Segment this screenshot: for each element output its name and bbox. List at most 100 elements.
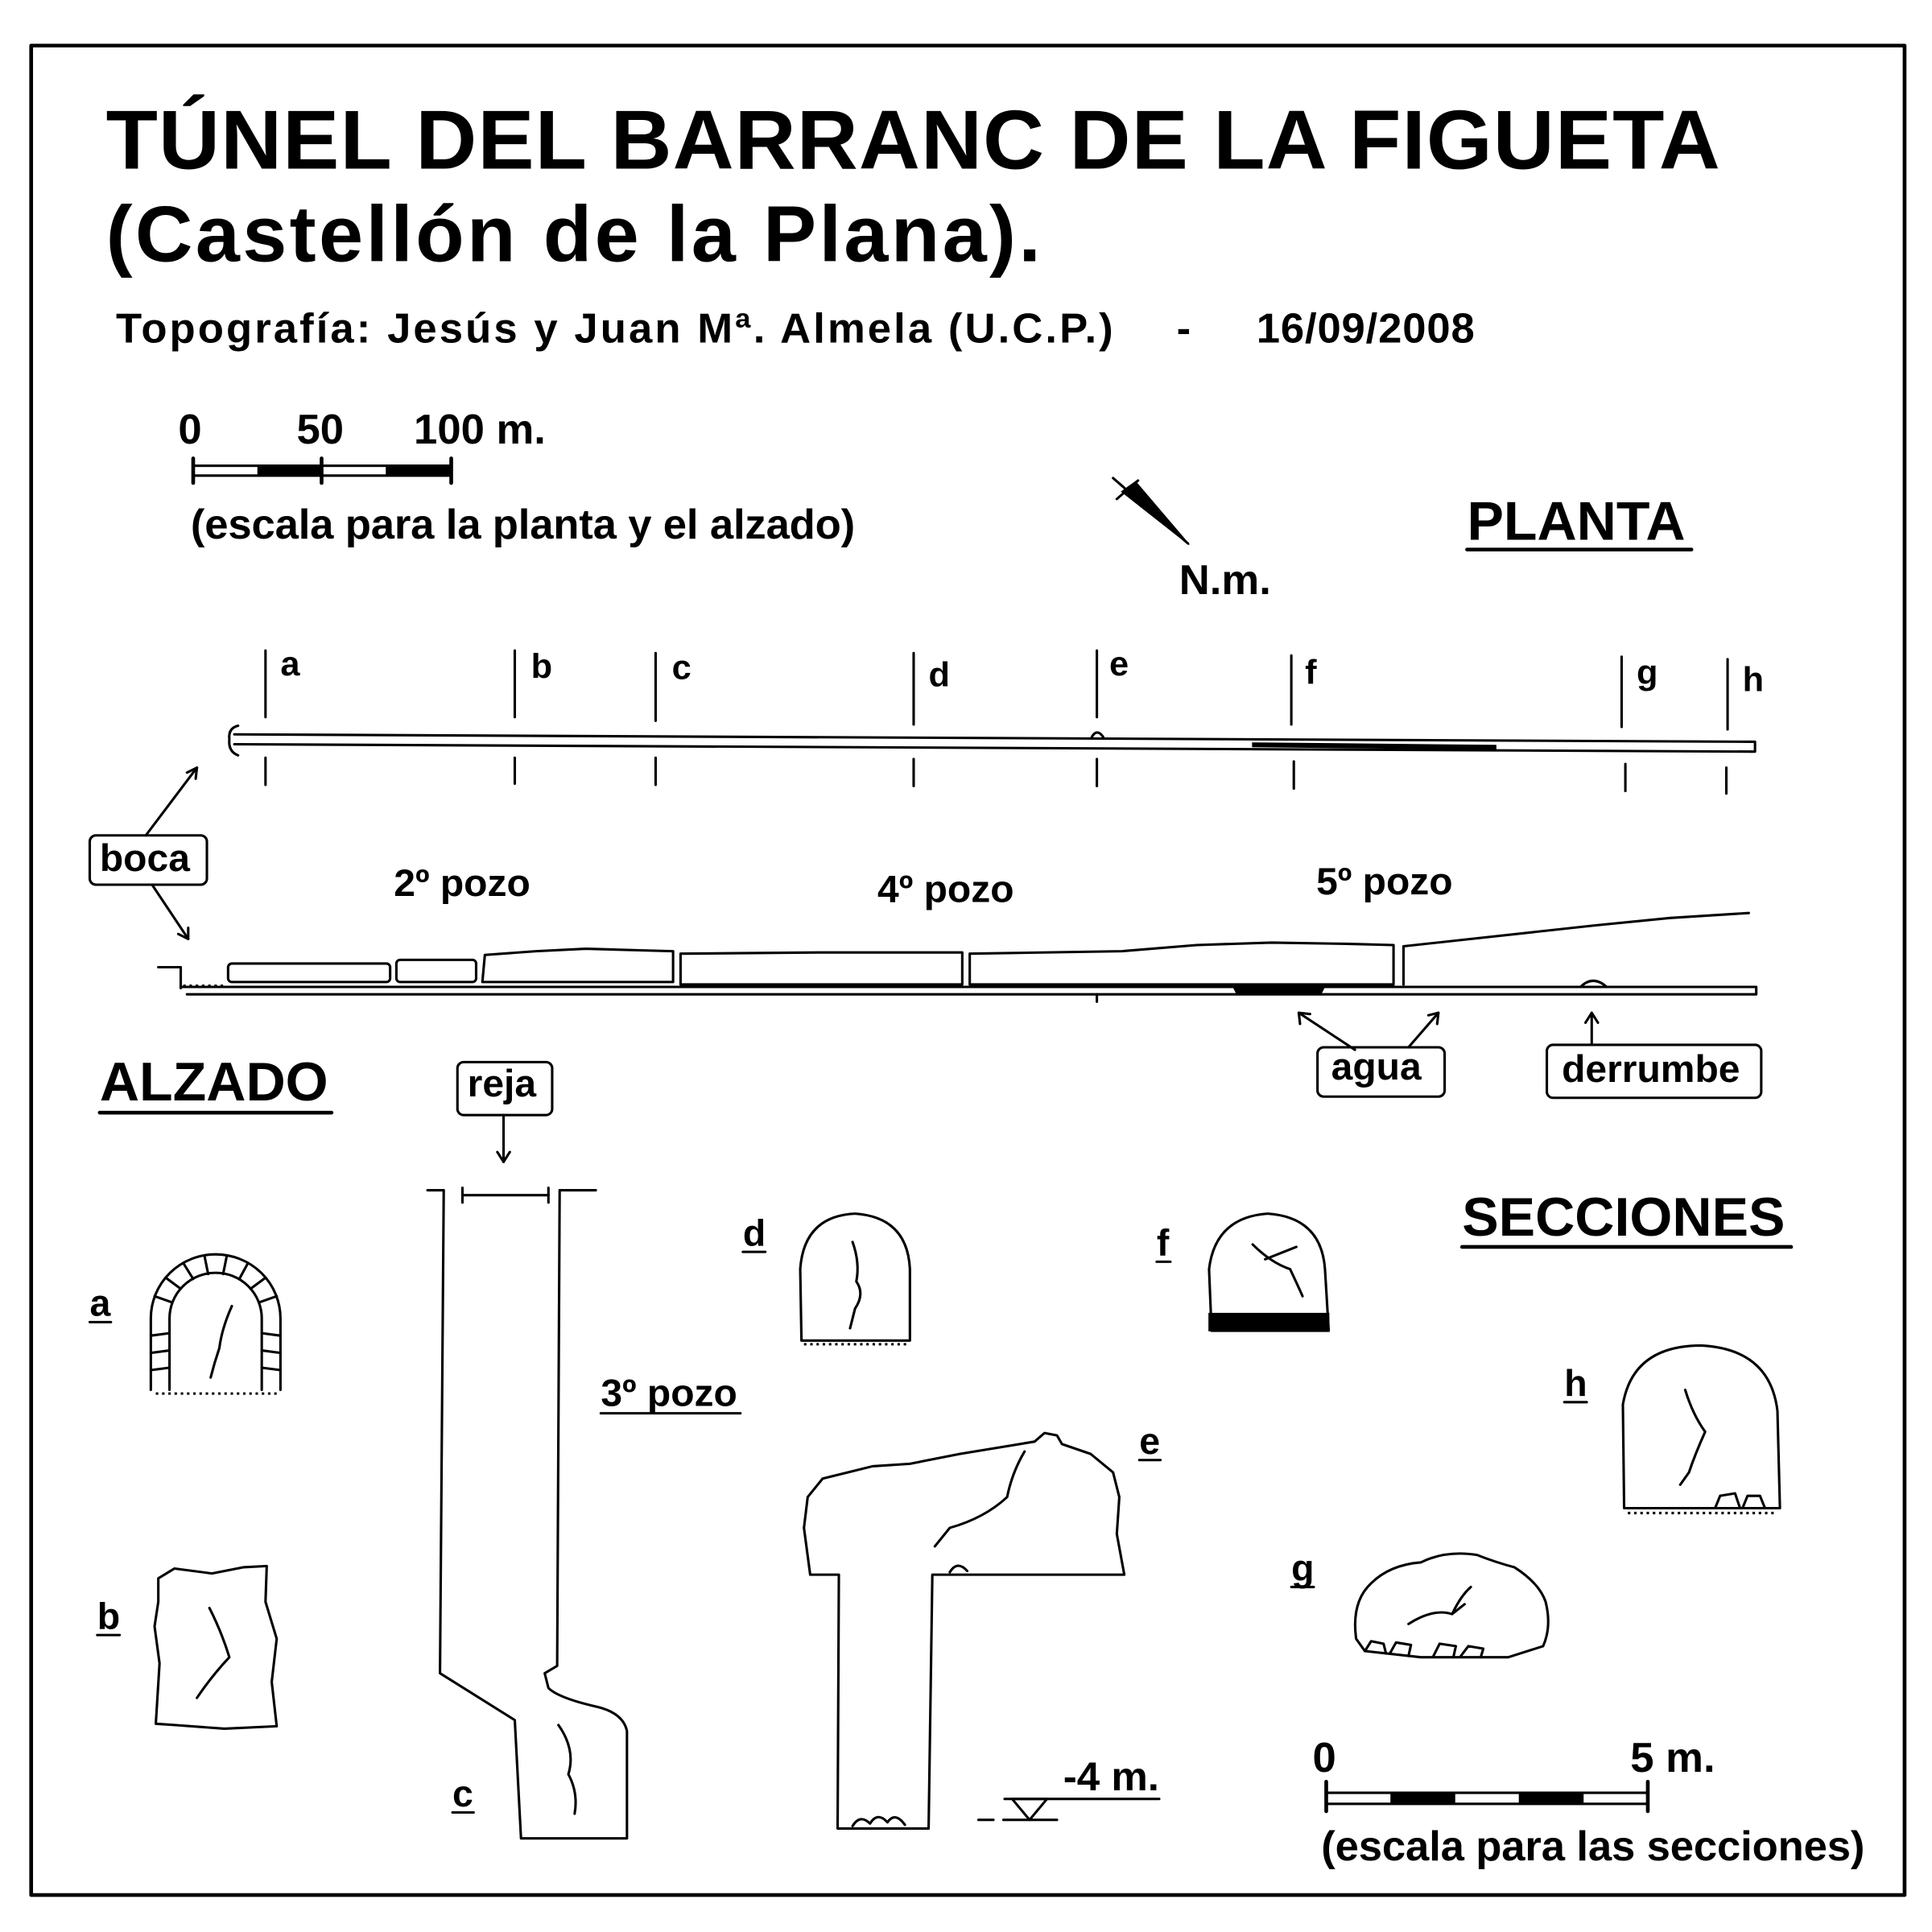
section-f-label: f <box>1157 1222 1170 1264</box>
elevation-heading: ALZADO <box>100 1052 328 1113</box>
callout-box <box>456 1060 554 1117</box>
section-b-outline <box>153 1564 279 1730</box>
section-mark-label: b <box>531 647 552 686</box>
plan-scale-segment <box>386 464 452 477</box>
north-arrow-cross <box>1115 479 1140 501</box>
callout-box <box>1316 1046 1447 1098</box>
north-arrow-icon <box>1112 477 1190 546</box>
callout-box <box>88 834 208 886</box>
shaft-label-3: 3º pozo <box>601 1373 737 1415</box>
frame-border <box>29 43 1907 1897</box>
elevation-segment <box>394 958 478 984</box>
section-f-crack <box>1251 1243 1304 1298</box>
callout-arrow <box>151 883 190 940</box>
survey-subtitle: (Castellón de la Plana). <box>106 190 1041 278</box>
depth-marker: -4 m. <box>976 1753 1161 1822</box>
elevation-entrance-step <box>157 965 183 990</box>
section-g-label: g <box>1291 1547 1314 1589</box>
callout-arrow <box>1407 1011 1440 1049</box>
cross-section-d: d <box>741 1212 911 1346</box>
section-mark-label: f <box>1305 654 1317 692</box>
survey-title: TÚNEL DEL BARRANC DE LA FIGUETA <box>106 93 1720 187</box>
callout-box <box>1545 1043 1763 1100</box>
callout-arrow <box>1297 1011 1356 1051</box>
section-d-outline <box>799 1212 911 1342</box>
cross-section-g: g <box>1290 1547 1550 1659</box>
plan-scale-label-0: 0 <box>178 407 201 453</box>
plan-scale-label-50: 50 <box>297 407 345 453</box>
elevation-segment <box>226 962 392 984</box>
section-e-outline <box>803 1431 1126 1830</box>
arrowhead-icon <box>1297 1011 1311 1026</box>
section-h-rubble <box>1714 1492 1767 1509</box>
elevation-segment <box>968 941 1395 986</box>
section-scale-caption: (escala para las secciones) <box>1321 1823 1864 1870</box>
entrance-label: boca <box>100 837 190 880</box>
section-mark-label: a <box>280 645 300 683</box>
water-callout: agua <box>1297 1011 1447 1098</box>
plan-tunnel-wall-top <box>233 733 1753 743</box>
section-f-outline <box>1208 1212 1331 1332</box>
depth-label: -4 m. <box>1063 1753 1159 1799</box>
shaft-label-2: 2º pozo <box>394 862 530 905</box>
plan-tunnel-entrance <box>228 724 240 757</box>
section-g-outline <box>1353 1552 1550 1659</box>
plan-scale-segment <box>257 464 323 477</box>
section-h-crack <box>1678 1388 1707 1486</box>
collapse-callout: derrumbe <box>1545 1011 1763 1100</box>
elevation-segment <box>679 951 964 986</box>
arrowhead-icon <box>1584 1011 1600 1024</box>
section-a-crack <box>209 1304 233 1379</box>
section-c-label: c <box>452 1773 473 1814</box>
water-level-icon <box>1010 1798 1049 1822</box>
section-mark-label: d <box>929 656 950 695</box>
section-c-crack <box>557 1724 577 1815</box>
section-e-crack <box>933 1450 1026 1548</box>
plan-heading: PLANTA <box>1467 492 1685 552</box>
section-mark-label: h <box>1743 661 1764 700</box>
section-a-masonry <box>149 1254 282 1372</box>
shaft-label-5: 5º pozo <box>1316 861 1453 903</box>
cross-section-h: h <box>1563 1344 1781 1515</box>
elevation-view-tunnel <box>157 911 1758 1003</box>
elevation-segment-open <box>1402 911 1750 986</box>
plan-tunnel-wall-bottom <box>233 742 1753 753</box>
section-f-water <box>1208 1312 1330 1331</box>
section-e-ledge-rubble <box>948 1564 969 1574</box>
section-g-rubble <box>1363 1640 1485 1659</box>
north-arrow-needle <box>1121 481 1190 546</box>
section-g-crack <box>1407 1585 1472 1625</box>
entrance-callout: boca <box>88 766 208 940</box>
plan-scale-caption: (escala para la planta y el alzado) <box>191 502 855 548</box>
arrowhead-icon <box>176 927 190 940</box>
cross-section-f: f <box>1155 1212 1331 1332</box>
section-scale-segment <box>1390 1792 1455 1805</box>
arrowhead-icon <box>1426 1011 1440 1026</box>
survey-date: 16/09/2008 <box>1257 306 1475 353</box>
cross-section-e: e <box>803 1420 1162 1830</box>
section-e-rubble <box>851 1815 906 1827</box>
plan-water-area <box>1252 742 1496 750</box>
elevation-end <box>1752 985 1758 996</box>
shaft-label-4: 4º pozo <box>877 869 1014 911</box>
plan-scale: 0 50 100 m. (escala para la planta y el … <box>178 407 855 548</box>
arrowhead-icon <box>185 766 199 780</box>
cross-section-a: a <box>88 1253 282 1395</box>
section-b-label: b <box>97 1596 120 1637</box>
section-b-crack <box>196 1606 231 1699</box>
section-d-label: d <box>743 1212 766 1254</box>
section-mark-label: c <box>672 649 691 687</box>
north-label: N.m. <box>1179 557 1271 604</box>
section-scale-label-0: 0 <box>1312 1735 1335 1781</box>
grate-label: reja <box>468 1063 537 1105</box>
section-d-crack <box>848 1241 862 1330</box>
section-a-label: a <box>89 1282 110 1324</box>
elevation-water-area <box>1232 987 1325 994</box>
plan-shaft-bump <box>1090 731 1104 738</box>
grate-callout: reja <box>456 1060 554 1163</box>
callout-arrow <box>144 766 199 837</box>
arrowhead-icon <box>496 1150 511 1163</box>
section-scale-segment <box>1518 1792 1584 1805</box>
